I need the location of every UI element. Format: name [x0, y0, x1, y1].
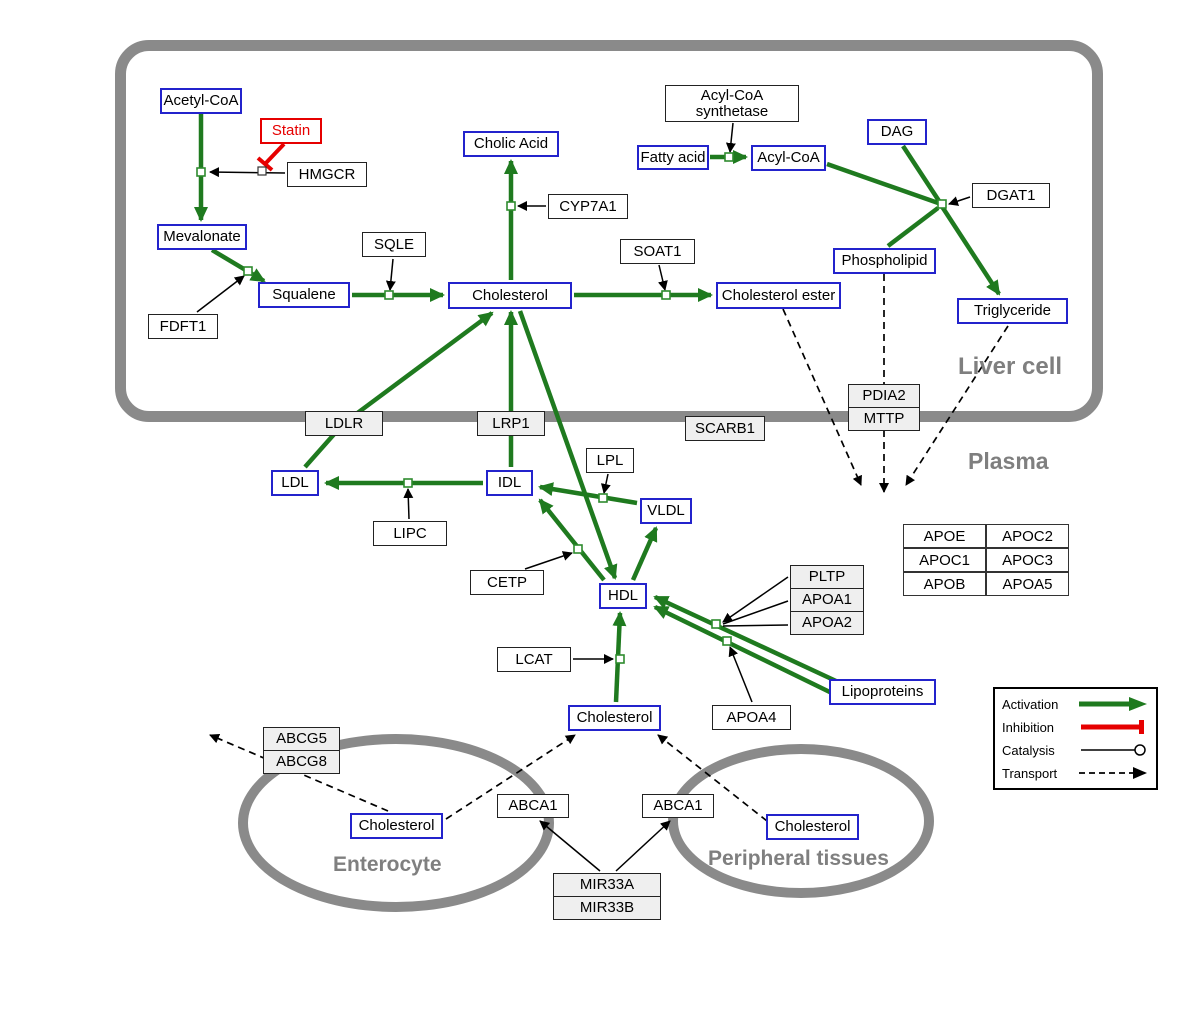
- node-abca1-enterocyte[interactable]: ABCA1: [497, 794, 569, 818]
- node-abca1-peripheral[interactable]: ABCA1: [642, 794, 714, 818]
- inhibition-tee-icon: [1081, 720, 1144, 734]
- node-apob[interactable]: APOB: [903, 572, 986, 596]
- node-hmgcr[interactable]: HMGCR: [287, 162, 367, 187]
- legend: Activation Inhibition Catalysis Transpor…: [993, 687, 1158, 790]
- node-vldl[interactable]: VLDL: [640, 498, 692, 524]
- node-lrp1[interactable]: LRP1: [477, 411, 545, 436]
- legend-activation: Activation: [995, 696, 1156, 712]
- node-statin[interactable]: Statin: [260, 118, 322, 144]
- node-apoc2[interactable]: APOC2: [986, 524, 1069, 548]
- enterocyte-label: Enterocyte: [333, 853, 442, 876]
- node-apoa5[interactable]: APOA5: [986, 572, 1069, 596]
- node-cholesterol-plasma[interactable]: Cholesterol: [568, 705, 661, 731]
- node-dgat1[interactable]: DGAT1: [972, 183, 1050, 208]
- activation-arrow-icon: [1079, 697, 1147, 711]
- node-mttp[interactable]: MTTP: [848, 407, 920, 431]
- node-cyp7a1[interactable]: CYP7A1: [548, 194, 628, 219]
- inhibition-edge: [256, 142, 286, 172]
- node-apoc1[interactable]: APOC1: [903, 548, 986, 572]
- catalysis-edges: [196, 122, 971, 872]
- node-apoa2[interactable]: APOA2: [790, 611, 864, 635]
- liver-cell-label: Liver cell: [958, 353, 1063, 380]
- plasma-label: Plasma: [968, 448, 1049, 474]
- node-cholesterol-ester[interactable]: Cholesterol ester: [716, 282, 841, 309]
- node-mir33b[interactable]: MIR33B: [553, 896, 661, 920]
- apolipoprotein-table: APOE APOC2 APOC1 APOC3 APOB APOA5: [903, 524, 1069, 596]
- legend-catalysis-label: Catalysis: [1002, 742, 1055, 758]
- node-sqle[interactable]: SQLE: [362, 232, 426, 257]
- peripheral-tissues-label: Peripheral tissues: [708, 847, 889, 870]
- node-cholic-acid[interactable]: Cholic Acid: [463, 131, 559, 157]
- legend-catalysis: Catalysis: [995, 742, 1156, 758]
- node-apoc3[interactable]: APOC3: [986, 548, 1069, 572]
- node-pdia2[interactable]: PDIA2: [848, 384, 920, 408]
- node-triglyceride[interactable]: Triglyceride: [957, 298, 1068, 324]
- node-acyl-coa-synthetase[interactable]: Acyl-CoA synthetase: [665, 85, 799, 122]
- node-pltp[interactable]: PLTP: [790, 565, 864, 589]
- node-idl[interactable]: IDL: [486, 470, 533, 496]
- node-fdft1[interactable]: FDFT1: [148, 314, 218, 339]
- node-cetp[interactable]: CETP: [470, 570, 544, 595]
- node-apoa4[interactable]: APOA4: [712, 705, 791, 730]
- node-dag[interactable]: DAG: [867, 119, 927, 145]
- node-fatty-acid[interactable]: Fatty acid: [637, 145, 709, 170]
- reaction-node-squares: [196, 152, 947, 664]
- peripheral-tissues-compartment: [668, 744, 934, 898]
- node-cholesterol-enterocyte[interactable]: Cholesterol: [350, 813, 443, 839]
- node-acetyl-coa[interactable]: Acetyl-CoA: [160, 88, 242, 114]
- node-soat1[interactable]: SOAT1: [620, 239, 695, 264]
- node-ldl[interactable]: LDL: [271, 470, 319, 496]
- node-lcat[interactable]: LCAT: [497, 647, 571, 672]
- node-apoa1[interactable]: APOA1: [790, 588, 864, 612]
- node-acyl-coa[interactable]: Acyl-CoA: [751, 145, 826, 171]
- node-cholesterol-liver[interactable]: Cholesterol: [448, 282, 572, 309]
- node-lpl[interactable]: LPL: [586, 448, 634, 473]
- node-mevalonate[interactable]: Mevalonate: [157, 224, 247, 250]
- node-abcg8[interactable]: ABCG8: [263, 750, 340, 774]
- legend-transport-label: Transport: [1002, 765, 1058, 781]
- transport-dashed-arrow-icon: [1079, 767, 1147, 779]
- legend-inhibition-label: Inhibition: [1002, 719, 1055, 735]
- node-squalene[interactable]: Squalene: [258, 282, 350, 308]
- node-lipc[interactable]: LIPC: [373, 521, 447, 546]
- node-apoe[interactable]: APOE: [903, 524, 986, 548]
- inhibition-anchor-square: [257, 166, 267, 176]
- node-cholesterol-peripheral[interactable]: Cholesterol: [766, 814, 859, 840]
- liver-cell-compartment: [115, 40, 1103, 422]
- legend-inhibition: Inhibition: [995, 719, 1156, 735]
- node-hdl[interactable]: HDL: [599, 583, 647, 609]
- catalysis-circle-icon: [1081, 744, 1146, 756]
- node-scarb1[interactable]: SCARB1: [685, 416, 765, 441]
- node-lipoproteins[interactable]: Lipoproteins: [829, 679, 936, 705]
- node-ldlr[interactable]: LDLR: [305, 411, 383, 436]
- node-mir33a[interactable]: MIR33A: [553, 873, 661, 897]
- node-phospholipid[interactable]: Phospholipid: [833, 248, 936, 274]
- legend-transport: Transport: [995, 765, 1156, 781]
- legend-activation-label: Activation: [1002, 696, 1059, 712]
- node-abcg5[interactable]: ABCG5: [263, 727, 340, 751]
